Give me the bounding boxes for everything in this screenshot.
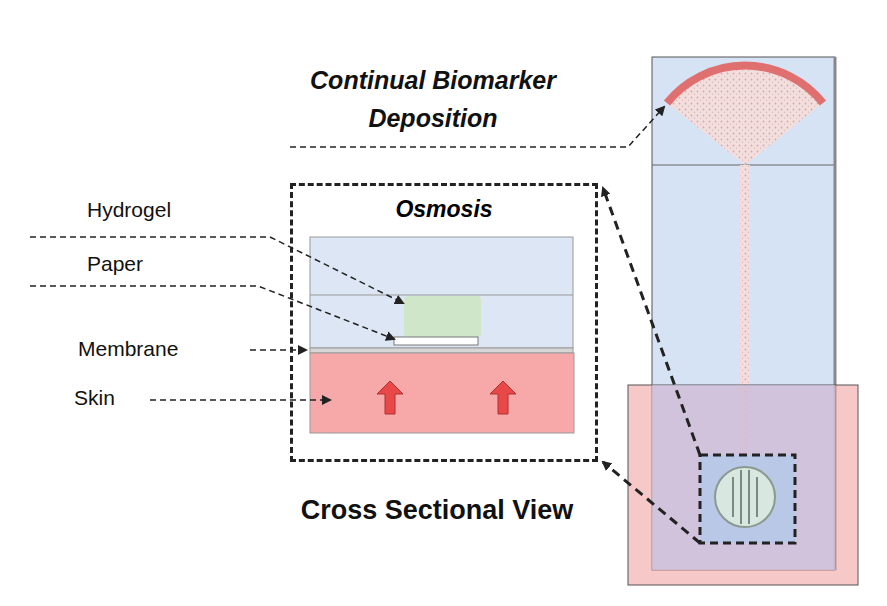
title-callout: Continual Biomarker Deposition bbox=[288, 62, 578, 137]
part-label: Hydrogel bbox=[85, 198, 173, 222]
part-label: Skin bbox=[72, 386, 117, 410]
zoom-line bbox=[603, 188, 700, 455]
frame-heading: Osmosis bbox=[391, 196, 496, 223]
dashed-frame: Osmosis bbox=[290, 183, 598, 462]
leader-lines bbox=[30, 107, 664, 400]
part-label: Membrane bbox=[76, 337, 180, 361]
zoom-line bbox=[603, 462, 700, 543]
cross-section bbox=[310, 237, 574, 433]
device bbox=[628, 57, 858, 585]
view-label: Cross Sectional View bbox=[292, 490, 582, 531]
part-label: Paper bbox=[85, 252, 145, 276]
